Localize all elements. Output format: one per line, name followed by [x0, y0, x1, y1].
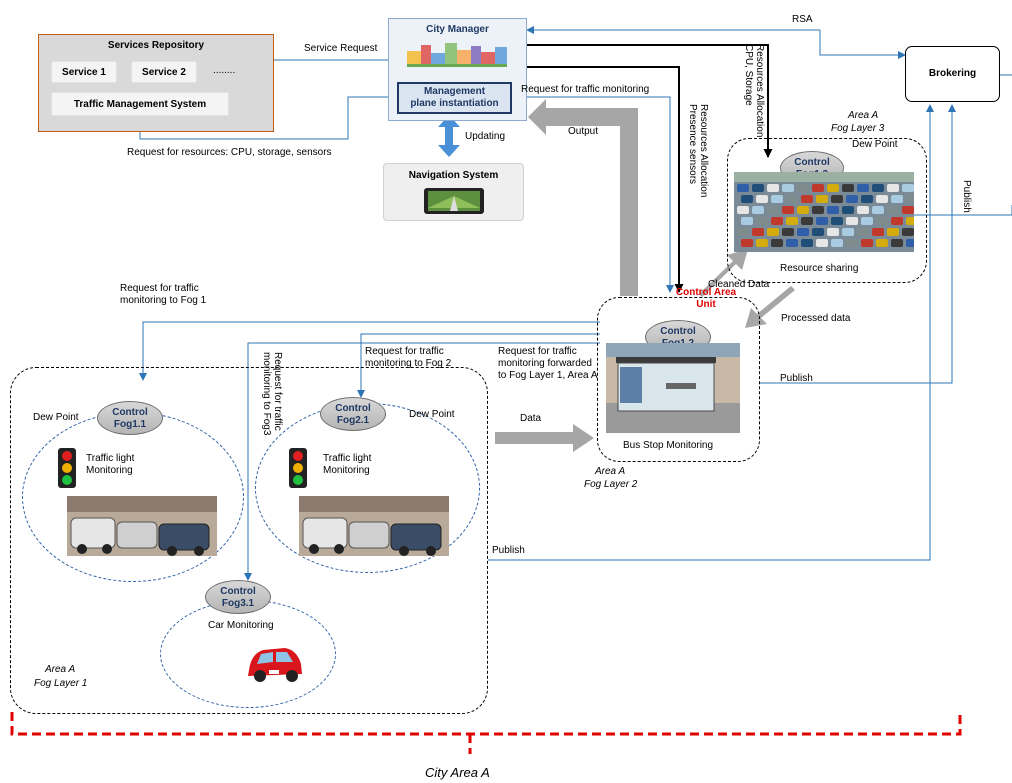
city-manager: City Manager Management plane instantiat…: [388, 18, 527, 121]
fog-layer-3-region: [727, 138, 927, 283]
fog11-dew-point: Dew Point: [33, 412, 79, 423]
fog-layer-1-region: [10, 367, 488, 714]
services-repository-title: Services Repository: [107, 40, 205, 51]
navigation-system-title: Navigation System: [408, 170, 499, 181]
fog21-dew-point: Dew Point: [409, 409, 455, 420]
request-resources-label: Request for resources: CPU, storage, sen…: [127, 147, 332, 158]
bus-stop-caption: Bus Stop Monitoring: [623, 440, 714, 451]
res-alloc-cpu-link: [527, 44, 773, 158]
data-label: Data: [520, 413, 542, 424]
fog-layer-2-region: [597, 297, 760, 462]
fog-layer-3-name: Fog Layer 3: [831, 123, 885, 134]
publish-mid-link: [760, 104, 956, 384]
traffic-light-icon: [289, 448, 307, 488]
traffic-management-system[interactable]: Traffic Management System: [51, 92, 229, 116]
output-label: Output: [568, 126, 599, 137]
city-area-label: City Area A: [425, 765, 490, 780]
more-services: ........: [213, 65, 236, 76]
management-plane-instantiation[interactable]: Management plane instantiation: [397, 82, 512, 114]
fog13-dew-point: Dew Point: [852, 139, 898, 150]
request-traffic-link: [510, 96, 674, 293]
service-2[interactable]: Service 2: [131, 61, 197, 83]
req-fog2-link: [357, 333, 600, 398]
bus-stop-image: [606, 343, 740, 433]
req-fog3-link: [244, 342, 600, 581]
request-traffic-label: Request for traffic monitoring: [521, 84, 650, 95]
output-arrow: [528, 99, 638, 296]
resource-sharing-caption: Resource sharing: [780, 263, 859, 274]
car-monitoring-caption: Car Monitoring: [208, 620, 274, 631]
publish-mid-label: Publish: [780, 373, 813, 384]
traffic-light-icon: [58, 448, 76, 488]
service-request-label: Service Request: [304, 43, 378, 54]
updating-label: Updating: [465, 131, 506, 142]
navigation-system: Navigation System: [383, 163, 524, 221]
city-skyline-icon: [407, 43, 507, 67]
city-manager-title: City Manager: [426, 24, 489, 35]
street-cars-image-2: [299, 496, 449, 556]
rsa-label: RSA: [792, 14, 813, 25]
fog-layer-1-name: Fog Layer 1: [34, 678, 88, 689]
fog-layer-3-area: Area A: [848, 110, 879, 121]
data-arrow: [495, 424, 594, 452]
cleaned-data-label: Cleaned Data: [708, 279, 770, 290]
publish-bottom-link: [488, 104, 934, 561]
services-repository: Services Repository Service 1 Service 2 …: [38, 34, 274, 132]
fog-layer-2-name: Fog Layer 2: [584, 479, 638, 490]
fog-layer-2-area: Area A: [595, 466, 626, 477]
brokering[interactable]: Brokering: [905, 46, 1000, 102]
req-fog1-link: [139, 321, 600, 381]
parking-lot-image: [734, 172, 914, 252]
street-cars-image-1: [67, 496, 217, 556]
city-area-bracket: [10, 712, 962, 736]
publish-top-label: Publish: [961, 180, 972, 213]
gps-navigator-icon: [424, 188, 484, 214]
service-1[interactable]: Service 1: [51, 61, 117, 83]
updating-arrow: [438, 115, 460, 157]
publish-bottom-label: Publish: [492, 545, 525, 556]
car-icon: [248, 648, 302, 682]
res-alloc-presence-link: [527, 66, 684, 293]
processed-data-label: Processed data: [781, 313, 851, 324]
rsa-link: [819, 30, 906, 59]
fog-layer-1-area: Area A: [45, 664, 76, 675]
